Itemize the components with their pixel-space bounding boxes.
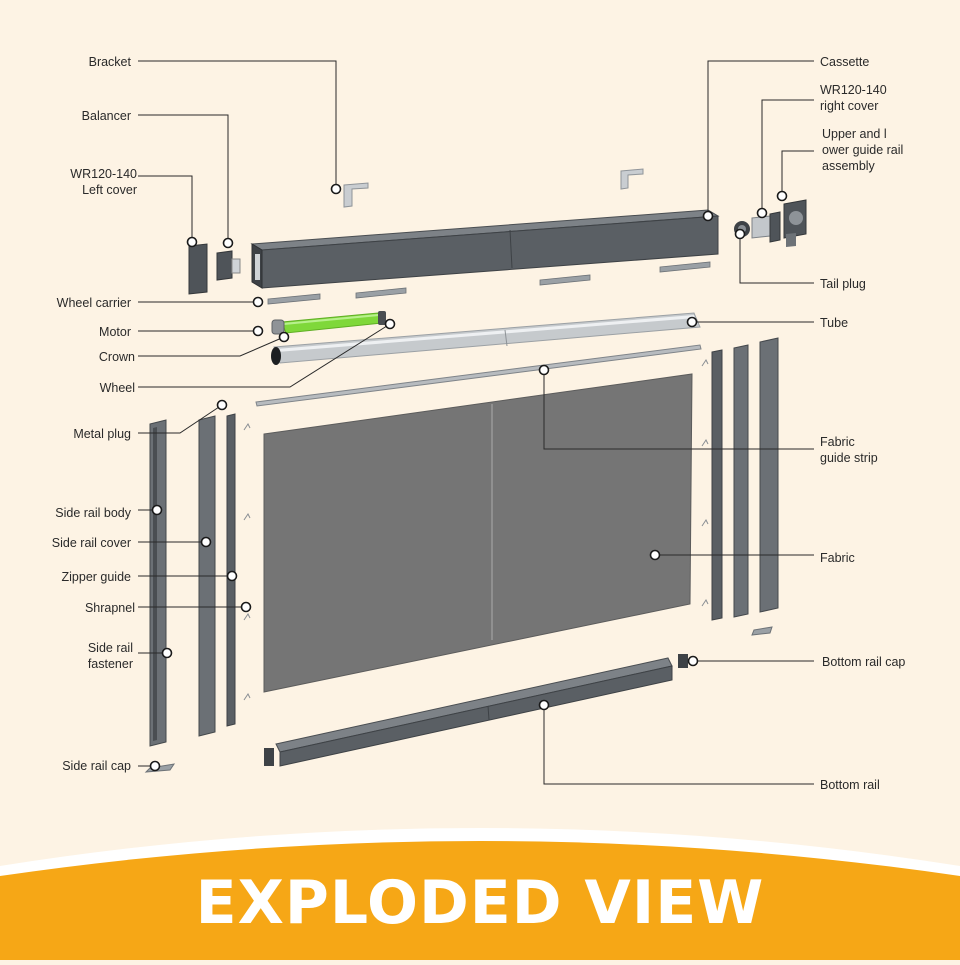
label-right-cover-line2: right cover — [820, 99, 878, 113]
label-side-rail-cap: Side rail cap — [62, 759, 131, 773]
label-bottom-rail-cap: Bottom rail cap — [822, 655, 905, 669]
guide-rail-assembly-part — [783, 199, 807, 247]
label-guide-rail-line1: Upper and l — [822, 127, 887, 141]
callout-dots — [149, 183, 788, 772]
label-crown: Crown — [99, 350, 135, 364]
shrapnel-clips — [243, 359, 709, 701]
label-wheel-carrier: Wheel carrier — [57, 296, 131, 310]
right-side-rails — [711, 337, 779, 621]
tube-part — [271, 312, 701, 365]
label-guide-rail-line2: ower guide rail — [822, 143, 903, 157]
bottom-rail-part — [275, 657, 673, 767]
label-side-rail-fastener-line1: Side rail — [88, 641, 133, 655]
label-wheel: Wheel — [100, 381, 135, 395]
leader-lines — [138, 60, 814, 785]
balancer-part — [216, 250, 241, 281]
motor-part — [271, 311, 386, 335]
right-labels: Cassette WR120-140 right cover Upper and… — [820, 55, 905, 792]
cassette-part — [250, 209, 720, 289]
label-balancer: Balancer — [82, 109, 131, 123]
parts-illustration — [144, 168, 807, 773]
left-cover-part — [188, 243, 208, 295]
label-side-rail-fastener-line2: fastener — [88, 657, 133, 671]
label-left-cover-line2: Left cover — [82, 183, 137, 197]
label-tube: Tube — [820, 316, 848, 330]
label-bracket: Bracket — [89, 55, 132, 69]
left-labels: Bracket Balancer WR120-140 Left cover Wh… — [52, 55, 137, 773]
banner-title: EXPLODED VIEW — [195, 868, 765, 938]
wheel-carrier-part — [267, 261, 711, 305]
label-guide-rail-line3: assembly — [822, 159, 876, 173]
label-right-cover-line1: WR120-140 — [820, 83, 887, 97]
bottom-rail-cap-part — [264, 654, 688, 766]
label-fabric: Fabric — [820, 551, 855, 565]
label-tail-plug: Tail plug — [820, 277, 866, 291]
label-zipper-guide: Zipper guide — [62, 570, 132, 584]
label-fabric-guide-strip-line1: Fabric — [820, 435, 855, 449]
label-cassette: Cassette — [820, 55, 869, 69]
label-bottom-rail: Bottom rail — [820, 778, 880, 792]
label-shrapnel: Shrapnel — [85, 601, 135, 615]
label-fabric-guide-strip-line2: guide strip — [820, 451, 878, 465]
label-metal-plug: Metal plug — [73, 427, 131, 441]
banner — [0, 828, 960, 960]
label-left-cover-line1: WR120-140 — [70, 167, 137, 181]
right-cover-part — [751, 211, 781, 243]
label-side-rail-cover: Side rail cover — [52, 536, 131, 550]
label-side-rail-body: Side rail body — [55, 506, 131, 520]
label-motor: Motor — [99, 325, 131, 339]
left-side-rails — [149, 413, 236, 747]
fabric-part — [263, 373, 693, 693]
fabric-guide-strip-part — [255, 344, 702, 407]
bracket-part — [343, 168, 644, 208]
